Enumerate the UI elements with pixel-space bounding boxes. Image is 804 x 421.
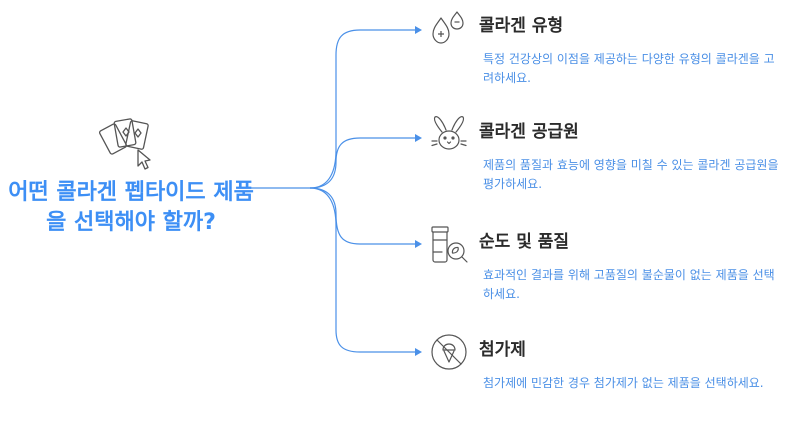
- bottle-magnifier-icon: [431, 226, 468, 263]
- cards-cursor-icon: [99, 118, 151, 170]
- branch-description: 효과적인 결과를 위해 고품질의 불순물이 없는 제품을 선택하세요.: [483, 268, 775, 301]
- no-additive-icon: [431, 334, 467, 370]
- branch-description: 특정 건강상의 이점을 제공하는 다양한 유형의 콜라겐을 고려하세요.: [483, 52, 775, 85]
- rabbit-icon: [431, 116, 467, 150]
- branch-title: 콜라겐 유형: [479, 16, 564, 36]
- branch-description: 첨가제에 민감한 경우 첨가제가 없는 제품을 선택하세요.: [483, 376, 764, 390]
- root-node: 어떤 콜라겐 펩타이드 제품을 선택해야 할까?: [6, 112, 256, 252]
- branch-title: 콜라겐 공급원: [479, 122, 579, 142]
- branch-description: 제품의 품질과 효능에 영향을 미칠 수 있는 콜라겐 공급원을 평가하세요.: [483, 158, 779, 191]
- branch-title: 첨가제: [479, 340, 526, 360]
- root-title: 어떤 콜라겐 펩타이드 제품을 선택해야 할까?: [8, 180, 254, 235]
- branch-title: 순도 및 품질: [479, 232, 570, 252]
- droplets-icon: [432, 11, 464, 44]
